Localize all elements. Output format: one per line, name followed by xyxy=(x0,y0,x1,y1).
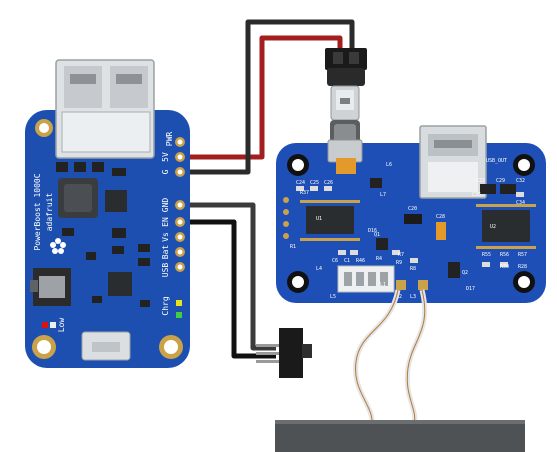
silk-label: C35 xyxy=(472,192,481,198)
powerboost-board: PWR 5V G GND EN Vs Bat USB Chrg Low Powe… xyxy=(25,59,190,368)
silk-label: U2 xyxy=(490,224,496,230)
silk-label: R8 xyxy=(410,266,416,272)
led-low xyxy=(42,322,48,328)
silk-label: C22 xyxy=(476,178,485,184)
silk-label: R57 xyxy=(518,252,527,258)
silk-label: L4 xyxy=(316,266,322,272)
jst-connector xyxy=(325,48,367,86)
silk-label: C25 xyxy=(310,180,319,186)
silk-label: R1 xyxy=(290,244,296,250)
pin-label-vs: Vs xyxy=(161,232,170,242)
silk-label: Q2 xyxy=(462,270,468,276)
silk-label: Q1 xyxy=(374,232,380,238)
adafruit-logo-icon xyxy=(50,238,66,254)
capacitor-orange xyxy=(336,158,356,174)
pin-label-bat: Bat xyxy=(161,245,170,260)
ic-u1 xyxy=(306,206,354,234)
silk-label: L2 xyxy=(396,294,402,300)
pin-label-pwr: PWR xyxy=(165,132,174,147)
silk-label: R4 xyxy=(376,256,382,262)
wires xyxy=(178,19,355,359)
wire-en-switch xyxy=(180,219,276,359)
silk-label: D16 xyxy=(368,228,377,234)
pin-label-g: G xyxy=(161,169,170,174)
silk-label: R9 xyxy=(396,260,402,266)
pin-label-gnd: GND xyxy=(161,198,170,213)
silk-label: C6 xyxy=(332,258,338,264)
silk-label: L7 xyxy=(380,192,386,198)
silk-label: R7 xyxy=(398,252,404,258)
capacitor-orange xyxy=(436,222,446,240)
pin-label-5v: 5V xyxy=(161,152,170,162)
silk-label: D17 xyxy=(466,286,475,292)
silk-label: U1 xyxy=(316,216,322,222)
silk-label: C32 xyxy=(516,178,525,184)
battery-jst-socket xyxy=(30,268,71,306)
led-label-chrg: Chrg xyxy=(161,296,170,315)
label-usb-out: USB_OUT xyxy=(486,158,507,164)
silk-label: C26 xyxy=(324,180,333,186)
led-chrg xyxy=(176,300,182,306)
silk-label: C20 xyxy=(408,206,417,212)
pin-header xyxy=(175,137,185,272)
silk-label: R56 xyxy=(500,252,509,258)
ic-u2 xyxy=(482,210,530,242)
silk-label: C29 xyxy=(496,178,505,184)
wire-gnd-switch xyxy=(180,202,276,351)
board-model: PowerBoost 1000C xyxy=(33,173,42,250)
silk-label: L6 xyxy=(386,162,392,168)
pin-label-usb: USB xyxy=(161,263,170,278)
silk-label: R37 xyxy=(300,190,309,196)
silk-label: C1 xyxy=(344,258,350,264)
pin-label-en: EN xyxy=(161,217,170,227)
silk-label: R30 xyxy=(500,264,509,270)
silk-label: L1 xyxy=(380,282,386,288)
silk-label: C28 xyxy=(436,214,445,220)
receiver-board: USB_OUT C24 C25 C26 C20 C28 C22 C29 C32 … xyxy=(276,125,546,303)
receiver-usb-port xyxy=(419,125,487,199)
silk-label: C24 xyxy=(296,180,305,186)
silk-label: L3 xyxy=(410,294,416,300)
coil-leads xyxy=(353,289,428,426)
ic-chip xyxy=(105,190,127,212)
wire-gnd-black xyxy=(178,19,355,175)
silk-label: R46 xyxy=(356,258,365,264)
receiver-coil xyxy=(275,420,525,452)
wire-5v-red xyxy=(178,35,343,160)
usb-a-port xyxy=(55,59,155,159)
ic-chip xyxy=(108,272,132,296)
slide-switch xyxy=(256,328,312,378)
led-label-low: Low xyxy=(57,318,66,333)
silk-label: C34 xyxy=(516,200,525,206)
silk-label: R28 xyxy=(518,264,527,270)
silk-label: L5 xyxy=(330,294,336,300)
silk-label: R55 xyxy=(482,252,491,258)
board-brand: adafruit xyxy=(45,193,54,232)
